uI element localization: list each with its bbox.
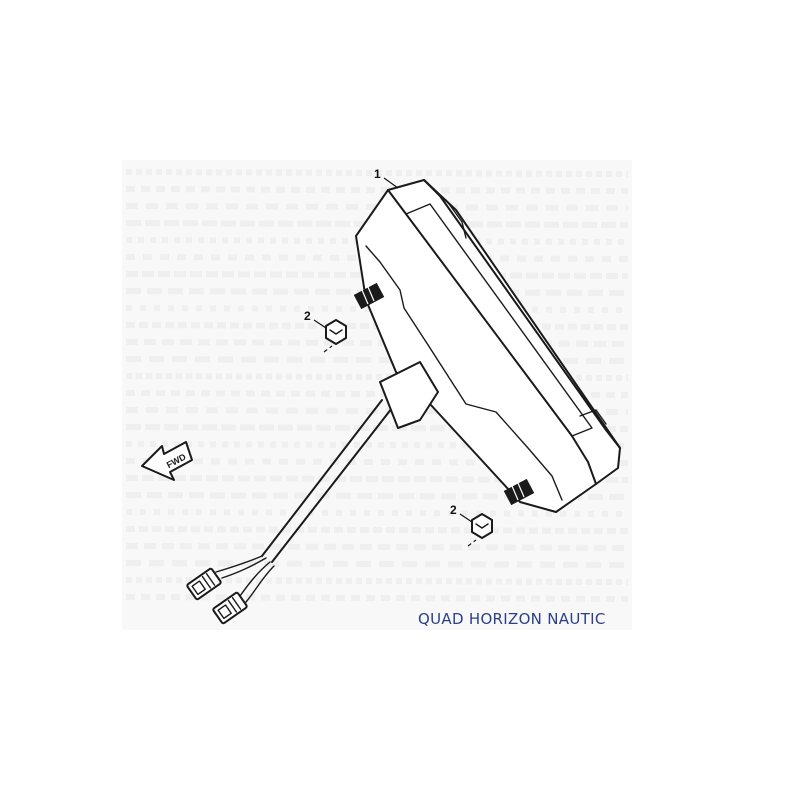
wiring-harness [215, 399, 393, 603]
watermark-line [125, 390, 629, 398]
watermark-line [125, 594, 629, 602]
wire-connector-icon [186, 567, 248, 625]
watermark-line [125, 560, 629, 568]
mounting-stud-upper [353, 282, 385, 310]
nut-upper: 2 [304, 309, 347, 353]
watermark-line [125, 543, 629, 551]
watermark-line [125, 186, 629, 194]
callout-1-label: 1 [374, 167, 381, 181]
watermark-line [125, 169, 629, 177]
forward-arrow-icon: FWD [141, 441, 193, 481]
nut-lower: 2 [450, 503, 493, 547]
callout-2-lower-label: 2 [450, 503, 457, 517]
watermark-line [125, 373, 629, 381]
mounting-stud-lower [503, 478, 535, 506]
watermark-line [125, 407, 629, 415]
brand-caption: QUAD HORIZON NAUTIC [418, 610, 606, 628]
watermark-line [125, 526, 629, 534]
instrument-cluster: 1 [353, 167, 621, 513]
callout-2-upper-label: 2 [304, 309, 311, 323]
